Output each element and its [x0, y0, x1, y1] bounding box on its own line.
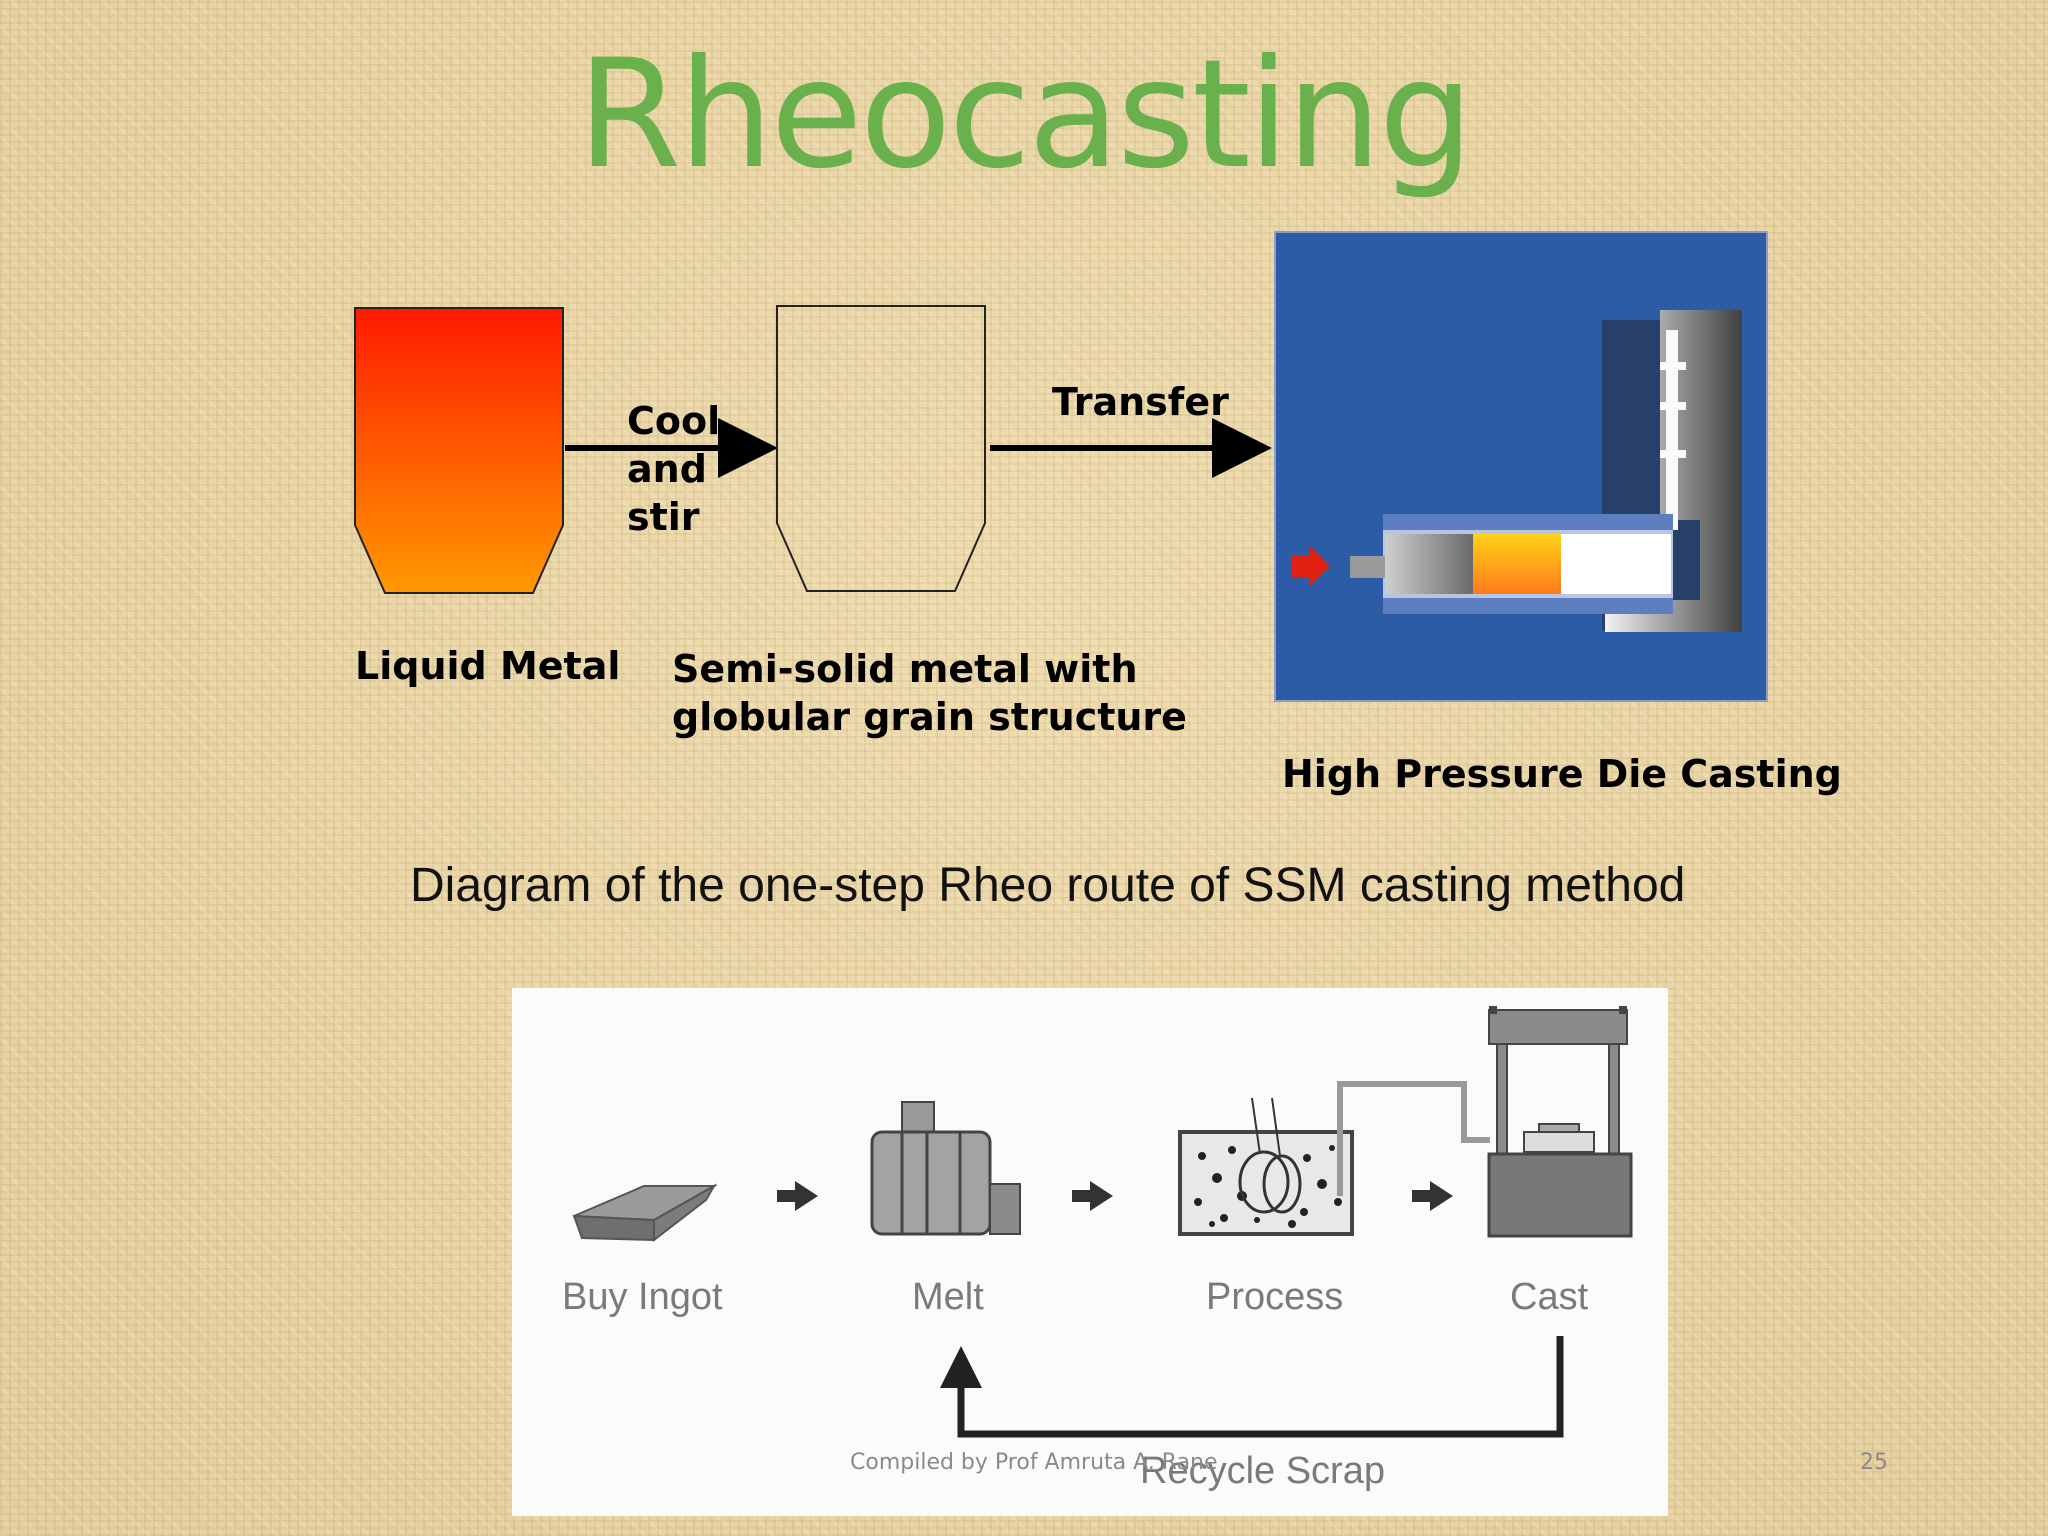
step-label-cast: Cast — [1510, 1276, 1589, 1318]
diagram-caption: Diagram of the one-step Rheo route of SS… — [410, 859, 1686, 912]
hpdc-label: High Pressure Die Casting — [1282, 752, 1842, 796]
cast-press-icon — [1487, 1006, 1633, 1238]
cool-and-stir-label: Cool and stir — [627, 399, 721, 539]
ingot-icon — [572, 1183, 718, 1243]
rheo-route-diagram — [354, 231, 1768, 702]
process-flow-panel: Buy Ingot Melt Process Cast Recycle Scra… — [512, 988, 1668, 1516]
liquid-metal-label: Liquid Metal — [355, 644, 621, 688]
liquid-metal-crucible — [354, 307, 564, 594]
process-tank-icon — [1178, 1081, 1490, 1236]
hpdc-machine-image — [1274, 231, 1768, 702]
recycle-arrow-head — [940, 1346, 982, 1388]
transfer-label: Transfer — [1052, 380, 1229, 424]
flow-arrow-3 — [1412, 1181, 1453, 1211]
step-label-buy-ingot: Buy Ingot — [562, 1276, 723, 1318]
semi-solid-metal-label: Semi-solid metal with globular grain str… — [672, 647, 1187, 739]
step-label-melt: Melt — [912, 1276, 984, 1318]
recycle-loop-line — [957, 1336, 1564, 1438]
step-label-process: Process — [1206, 1276, 1344, 1318]
semi-solid-crucible — [776, 305, 986, 592]
flow-arrow-1 — [777, 1181, 818, 1211]
page-number: 25 — [1860, 1450, 1888, 1475]
process-flow-diagram — [572, 1006, 1633, 1438]
slide-footer: Compiled by Prof Amruta A. Rane — [850, 1450, 1218, 1475]
slide-title: Rheocasting — [577, 28, 1474, 202]
melt-furnace-icon — [870, 1101, 1021, 1236]
flow-arrow-2 — [1072, 1181, 1113, 1211]
recycle-scrap-label: Recycle Scrap — [1140, 1450, 1385, 1492]
